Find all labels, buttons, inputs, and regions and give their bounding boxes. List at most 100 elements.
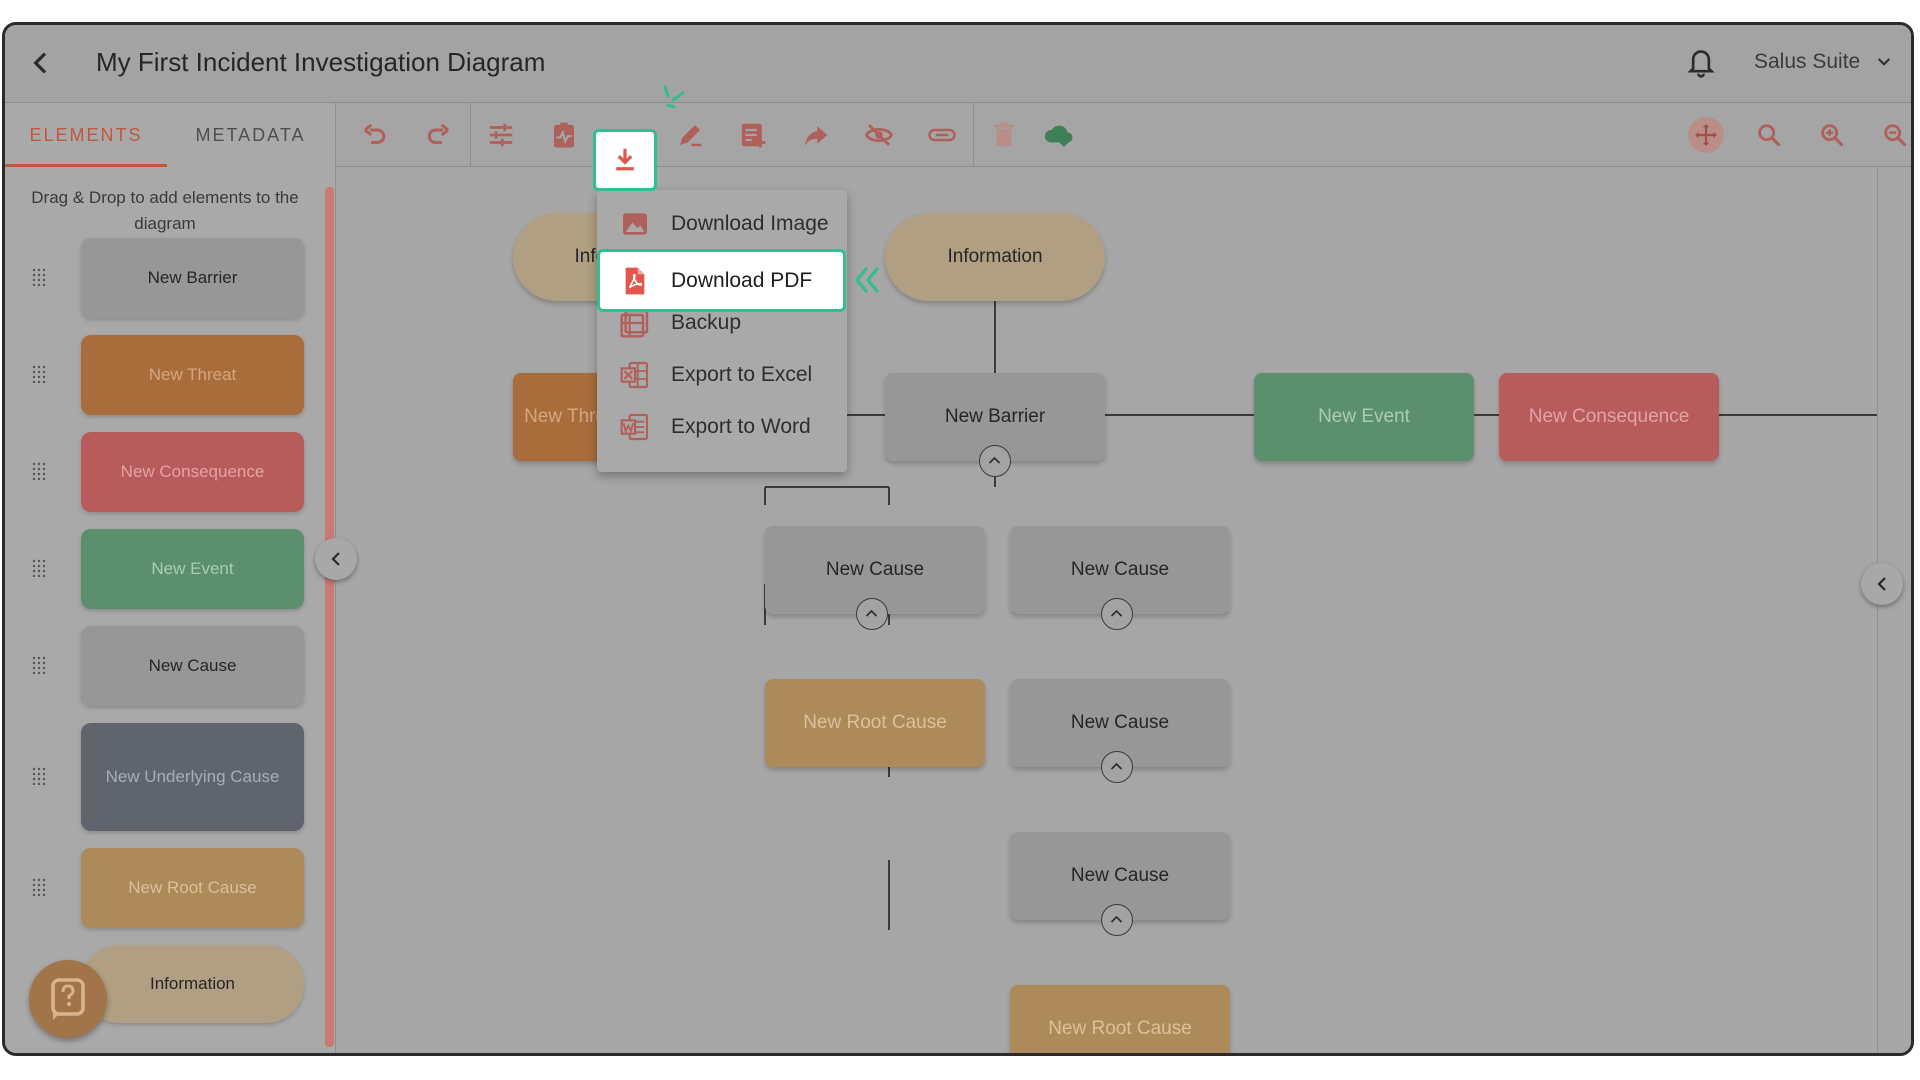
edit-pen-icon [680, 125, 702, 147]
chevron-up-icon [865, 609, 878, 617]
collapse-children-button[interactable] [1101, 751, 1133, 783]
page-title: My First Incident Investigation Diagram [96, 47, 546, 77]
element-new-root-cause[interactable]: New Root Cause [81, 848, 304, 928]
menu-item-download-pdf[interactable]: Download PDF [597, 249, 846, 312]
diagram-node-root-cause[interactable]: New Root Cause [765, 679, 985, 767]
diagram-node-information[interactable]: Information [885, 213, 1105, 301]
excel-icon [620, 361, 649, 389]
undo-button[interactable] [351, 111, 399, 159]
element-new-consequence[interactable]: New Consequence [81, 432, 304, 512]
tab-metadata[interactable]: METADATA [195, 125, 306, 145]
diagram-node-root-cause[interactable]: New Root Cause [1010, 985, 1230, 1053]
delete-button[interactable] [980, 111, 1028, 159]
cloud-sync-icon [1044, 125, 1073, 147]
chevron-up-icon [1110, 915, 1123, 923]
move-icon [1695, 124, 1717, 146]
menu-item-label: Download Image [671, 212, 829, 235]
diagram-node-consequence[interactable]: New Consequence [1499, 373, 1719, 461]
chevron-left-icon [1877, 577, 1886, 591]
zoom-out-icon [1884, 124, 1907, 147]
notification-bell-icon[interactable] [1685, 45, 1717, 79]
element-information[interactable]: Information [81, 945, 304, 1023]
right-panel-edge [1877, 168, 1911, 1053]
clipboard-pulse-icon [554, 122, 574, 148]
diagram-node-event[interactable]: New Event [1254, 373, 1474, 461]
element-new-event[interactable]: New Event [81, 529, 304, 609]
elements-sidebar: ELEMENTS METADATA Drag & Drop to add ele… [5, 103, 336, 1053]
add-note-icon [741, 123, 766, 148]
drag-handle-icon[interactable] [31, 462, 47, 480]
search-button[interactable] [1745, 111, 1793, 159]
diagram-canvas[interactable]: Information Information New Threat New B… [337, 168, 1877, 1053]
element-new-threat[interactable]: New Threat [81, 335, 304, 415]
menu-item-backup[interactable]: Backup [597, 297, 847, 349]
download-menu: Download Image Backup Export to Excel Ex… [597, 190, 847, 472]
settings-button[interactable] [477, 111, 525, 159]
download-button[interactable] [593, 129, 657, 191]
drag-handle-icon[interactable] [31, 878, 47, 896]
menu-item-label: Export to Word [671, 415, 811, 438]
hide-eye-icon [864, 124, 894, 146]
menu-item-export-excel[interactable]: Export to Excel [597, 349, 847, 401]
menu-item-label: Download PDF [671, 268, 813, 292]
share-button[interactable] [792, 111, 840, 159]
drag-handle-icon[interactable] [31, 656, 47, 674]
diagram-toolbar [336, 103, 1911, 167]
menu-item-export-word[interactable]: Export to Word [597, 401, 847, 453]
zoom-in-icon [1821, 124, 1844, 147]
chevron-up-icon [1110, 762, 1123, 770]
user-menu-label[interactable]: Salus Suite [1754, 50, 1861, 73]
image-icon [623, 213, 647, 235]
chevron-left-icon [331, 552, 340, 566]
collapse-children-button[interactable] [856, 598, 888, 630]
redo-icon [427, 123, 449, 144]
highlight-sparkle-icon [663, 85, 685, 109]
drag-handle-icon[interactable] [31, 767, 47, 785]
top-header: My First Incident Investigation Diagram … [5, 25, 1911, 103]
zoom-out-button[interactable] [1871, 111, 1911, 159]
add-note-button[interactable] [729, 111, 777, 159]
collapse-children-button[interactable] [979, 445, 1011, 477]
settings-sliders-icon [489, 123, 513, 147]
drag-handle-icon[interactable] [31, 268, 47, 286]
pdf-file-icon [625, 267, 645, 294]
collapse-children-button[interactable] [1101, 904, 1133, 936]
hide-button[interactable] [855, 111, 903, 159]
edit-button[interactable] [666, 111, 714, 159]
chevron-up-icon [988, 456, 1001, 464]
element-new-barrier[interactable]: New Barrier [81, 238, 304, 318]
collapse-sidebar-button[interactable] [315, 538, 357, 580]
expand-right-panel-button[interactable] [1861, 563, 1903, 605]
delete-icon [994, 122, 1014, 147]
help-chat-button[interactable] [29, 960, 107, 1038]
back-arrow-icon[interactable] [25, 47, 57, 79]
chevron-up-icon [1110, 609, 1123, 617]
attach-button[interactable] [918, 111, 966, 159]
health-report-button[interactable] [540, 111, 588, 159]
menu-item-download-image[interactable]: Download Image [597, 198, 847, 250]
word-icon [620, 413, 649, 441]
download-icon [616, 148, 634, 171]
drag-handle-icon[interactable] [31, 559, 47, 577]
redo-button[interactable] [414, 111, 462, 159]
tab-elements[interactable]: ELEMENTS [5, 103, 167, 167]
chevron-down-icon[interactable] [1875, 53, 1893, 71]
zoom-in-button[interactable] [1808, 111, 1856, 159]
share-arrow-icon [804, 126, 828, 147]
drag-drop-hint: Drag & Drop to add elements to the diagr… [31, 188, 299, 233]
search-icon [1758, 124, 1781, 147]
sidebar-scrollbar[interactable] [325, 187, 334, 1047]
drag-handle-icon[interactable] [31, 365, 47, 383]
pan-button[interactable] [1682, 111, 1730, 159]
help-chat-icon [51, 978, 85, 1020]
attachment-icon [928, 128, 956, 142]
app-window: My First Incident Investigation Diagram … [2, 22, 1914, 1056]
cloud-sync-button[interactable] [1035, 111, 1083, 159]
backup-table-icon [620, 309, 649, 338]
element-new-underlying-cause[interactable]: New Underlying Cause [81, 723, 304, 831]
undo-icon [364, 123, 386, 144]
menu-item-label: Export to Excel [671, 363, 813, 386]
pointer-chevrons-icon [854, 267, 879, 293]
collapse-children-button[interactable] [1101, 598, 1133, 630]
element-new-cause[interactable]: New Cause [81, 626, 304, 706]
